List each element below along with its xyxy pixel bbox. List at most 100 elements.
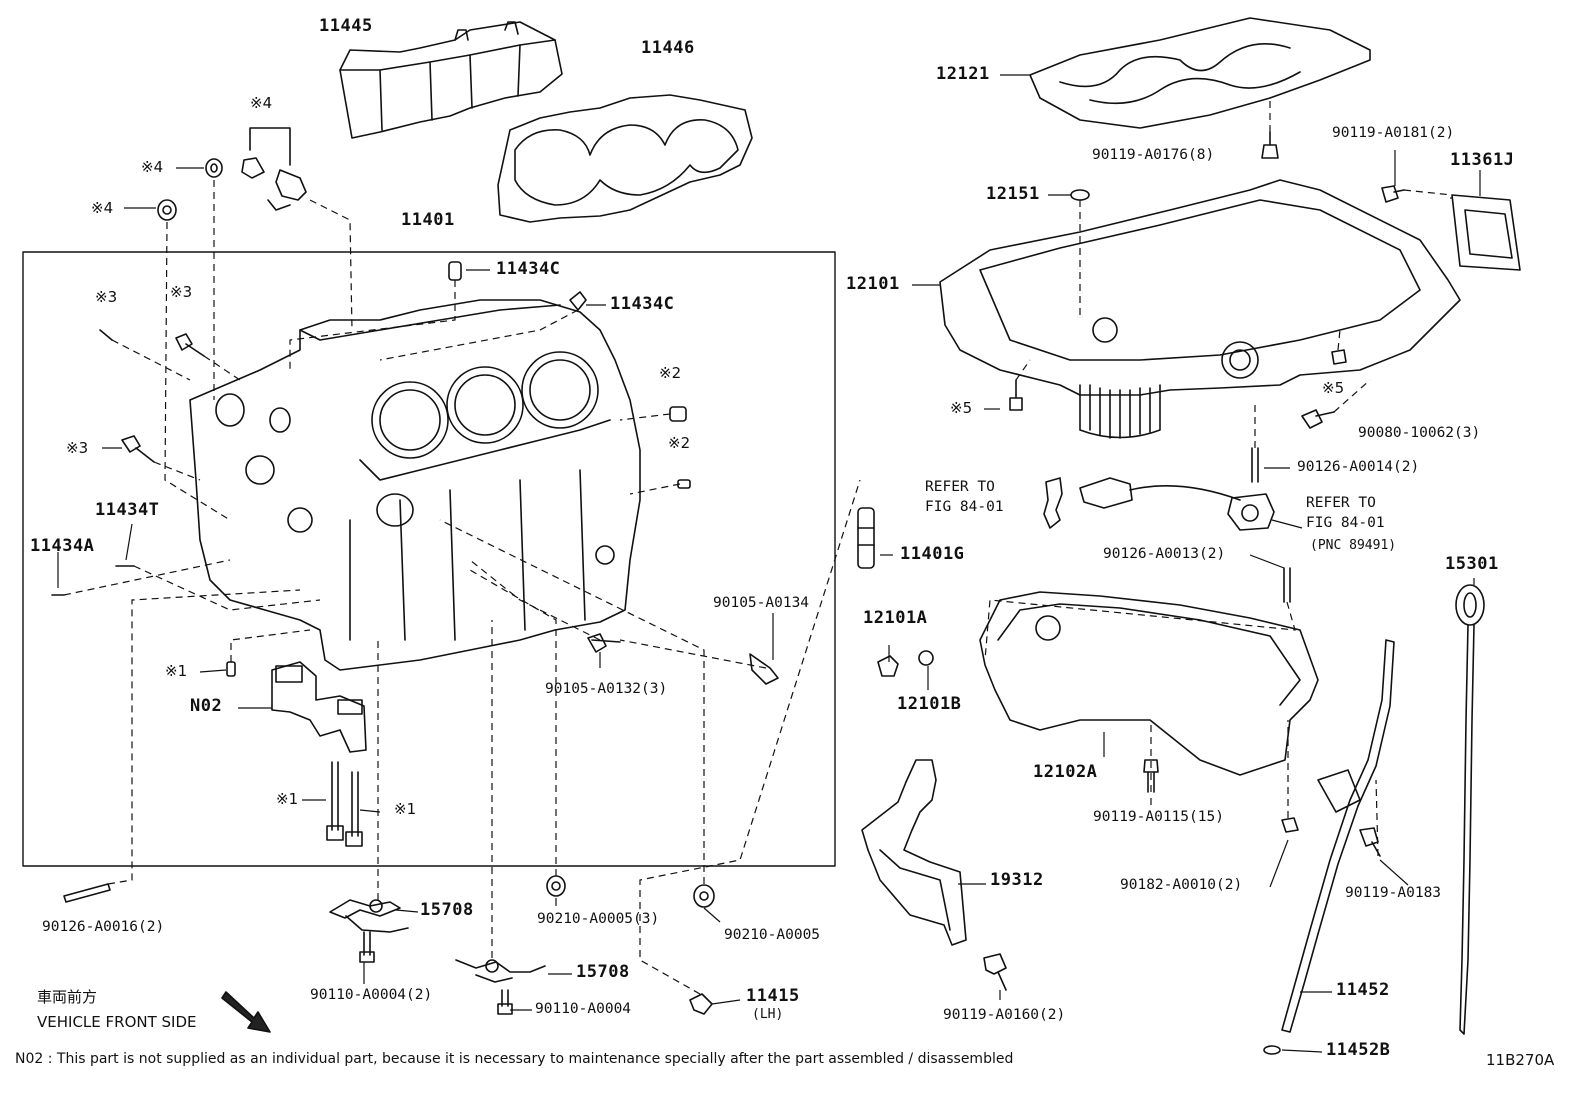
part-3-bolts bbox=[99, 329, 205, 463]
part-90126-A0013-stud bbox=[1283, 567, 1291, 603]
part-19312-insulator bbox=[861, 759, 967, 946]
mark-2a: ※2 bbox=[659, 364, 682, 382]
mark-1a: ※1 bbox=[165, 662, 188, 680]
label-90110-A0004-2[interactable]: 90110-A0004(2) bbox=[310, 987, 433, 1003]
label-12101[interactable]: 12101 bbox=[846, 274, 900, 294]
label-90210-A0005[interactable]: 90210-A0005 bbox=[724, 927, 821, 943]
label-90119-A0176[interactable]: 90119-A0176(8) bbox=[1092, 147, 1215, 163]
part-11446-gasket bbox=[497, 94, 753, 223]
part-1-pin bbox=[226, 661, 236, 677]
footnote-N02: N02 : This part is not supplied as an in… bbox=[15, 1051, 1014, 1067]
label-11401[interactable]: 11401 bbox=[401, 210, 455, 230]
front-side-jp: 車両前方 bbox=[37, 988, 98, 1006]
part-90182-drain-plug bbox=[1281, 817, 1299, 833]
part-90126-A0014-stud bbox=[1251, 447, 1259, 483]
front-side-en: VEHICLE FRONT SIDE bbox=[37, 1013, 197, 1031]
label-90105-A0132[interactable]: 90105-A0132(3) bbox=[545, 681, 668, 697]
part-oil-level-sensor bbox=[1043, 477, 1275, 531]
part-11415-plug bbox=[689, 993, 713, 1015]
refer-to-label-1b[interactable]: FIG 84-01 bbox=[925, 499, 1004, 515]
part-11401-engine-block bbox=[189, 299, 641, 671]
label-11445[interactable]: 11445 bbox=[319, 16, 373, 36]
label-N02[interactable]: N02 bbox=[190, 696, 223, 716]
part-12101A-plug bbox=[877, 655, 899, 677]
refer-to-label-1a[interactable]: REFER TO bbox=[925, 479, 995, 495]
label-12101A[interactable]: 12101A bbox=[863, 608, 928, 628]
label-90119-A0160[interactable]: 90119-A0160(2) bbox=[943, 1007, 1066, 1023]
part-12101-oil-pan-upper bbox=[939, 179, 1461, 439]
label-11434C-a[interactable]: 11434C bbox=[496, 259, 561, 279]
vehicle-front-arrow-icon bbox=[221, 991, 271, 1033]
label-11434A[interactable]: 11434A bbox=[30, 536, 95, 556]
part-11434C-pin-b bbox=[569, 291, 587, 311]
label-11361J[interactable]: 11361J bbox=[1450, 150, 1515, 170]
label-11434C-b[interactable]: 11434C bbox=[610, 294, 675, 314]
mark-3c: ※3 bbox=[66, 439, 89, 457]
label-15301[interactable]: 15301 bbox=[1445, 554, 1499, 574]
label-12121[interactable]: 12121 bbox=[936, 64, 990, 84]
label-90105-A0134[interactable]: 90105-A0134 bbox=[713, 595, 810, 611]
label-15708-a[interactable]: 15708 bbox=[420, 900, 474, 920]
part-11452B-o-ring bbox=[1263, 1045, 1281, 1055]
part-12151-o-ring bbox=[1070, 189, 1090, 201]
mark-1c: ※1 bbox=[394, 800, 417, 818]
label-11446[interactable]: 11446 bbox=[641, 38, 695, 58]
mark-4b: ※4 bbox=[141, 158, 164, 176]
refer-to-label-2a[interactable]: REFER TO bbox=[1306, 495, 1376, 511]
mark-3b: ※3 bbox=[170, 283, 193, 301]
label-11452[interactable]: 11452 bbox=[1336, 980, 1390, 1000]
label-15708-b[interactable]: 15708 bbox=[576, 962, 630, 982]
label-90126-A0014[interactable]: 90126-A0014(2) bbox=[1297, 459, 1420, 475]
part-11361J-plate bbox=[1451, 194, 1521, 271]
mark-5b: ※5 bbox=[1322, 379, 1345, 397]
label-90119-A0183[interactable]: 90119-A0183 bbox=[1345, 885, 1442, 901]
label-11401G[interactable]: 11401G bbox=[900, 544, 965, 564]
mark-2b: ※2 bbox=[668, 434, 691, 452]
label-90080-10062[interactable]: 90080-10062(3) bbox=[1358, 425, 1481, 441]
label-12102A[interactable]: 12102A bbox=[1033, 762, 1098, 782]
label-90119-A0115[interactable]: 90119-A0115(15) bbox=[1093, 809, 1224, 825]
refer-to-label-2b[interactable]: FIG 84-01 bbox=[1306, 515, 1385, 531]
mark-1b: ※1 bbox=[276, 790, 299, 808]
mark-3a: ※3 bbox=[95, 288, 118, 306]
part-1-main-bolts bbox=[326, 761, 363, 847]
refer-to-label-2c: (PNC 89491) bbox=[1310, 538, 1397, 553]
label-90182-A0010[interactable]: 90182-A0010(2) bbox=[1120, 877, 1243, 893]
label-11452B[interactable]: 11452B bbox=[1326, 1040, 1391, 1060]
part-90126-A0016-stud bbox=[63, 883, 111, 903]
part-12121-baffle bbox=[1029, 17, 1371, 129]
part-90105-bolts bbox=[587, 633, 779, 685]
solid-leaders bbox=[57, 74, 1481, 1053]
label-11434T[interactable]: 11434T bbox=[95, 500, 160, 520]
label-11415[interactable]: 11415 bbox=[746, 986, 800, 1006]
part-90119-A0183-bolt bbox=[1359, 827, 1381, 857]
block-group-frame bbox=[22, 251, 836, 867]
part-pan-bolts bbox=[1009, 131, 1405, 429]
part-90119-A0160-bolt bbox=[983, 953, 1007, 991]
part-11434C-pin-a bbox=[448, 261, 462, 281]
mark-4c: ※4 bbox=[91, 199, 114, 217]
part-11452-guide bbox=[1281, 639, 1395, 1033]
diagram-id: 11B270A bbox=[1486, 1051, 1555, 1069]
part-90110-bolts bbox=[359, 931, 513, 1015]
label-90119-A0181[interactable]: 90119-A0181(2) bbox=[1332, 125, 1455, 141]
part-90210-seals bbox=[546, 875, 715, 908]
label-11415-lh: (LH) bbox=[752, 1007, 784, 1022]
part-15301-dipstick bbox=[1455, 584, 1485, 1035]
label-90110-A0004[interactable]: 90110-A0004 bbox=[535, 1001, 632, 1017]
part-11401G-plug bbox=[857, 507, 875, 569]
part-12102A-oil-pan-lower bbox=[979, 591, 1319, 776]
label-12151[interactable]: 12151 bbox=[986, 184, 1040, 204]
part-11445-cover bbox=[339, 21, 563, 139]
label-90126-A0013[interactable]: 90126-A0013(2) bbox=[1103, 546, 1226, 562]
mark-4a: ※4 bbox=[250, 94, 273, 112]
part-90119-A0115-bolt bbox=[1143, 759, 1159, 793]
label-19312[interactable]: 19312 bbox=[990, 870, 1044, 890]
dashed-leaders bbox=[63, 100, 1453, 995]
label-90126-A0016[interactable]: 90126-A0016(2) bbox=[42, 919, 165, 935]
label-12101B[interactable]: 12101B bbox=[897, 694, 962, 714]
label-90210-A0005-3[interactable]: 90210-A0005(3) bbox=[537, 911, 660, 927]
part-15708-oil-jets bbox=[329, 899, 546, 983]
part-4-knock-sensor bbox=[157, 127, 307, 221]
